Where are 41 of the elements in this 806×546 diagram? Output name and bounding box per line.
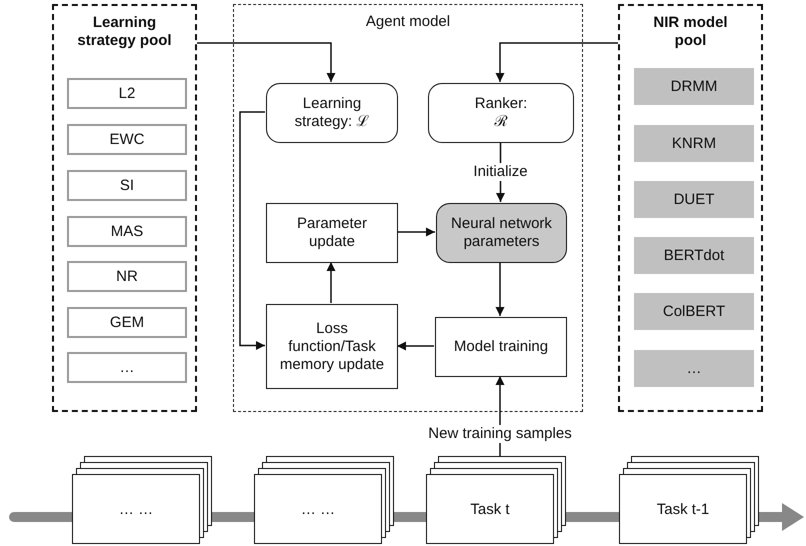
arrow [496, 262, 504, 316]
model-item: KNRM [634, 125, 754, 162]
pool-container [52, 4, 197, 412]
arrow [397, 228, 435, 236]
strategy-item: GEM [67, 307, 187, 338]
strategy-item: … [67, 352, 187, 383]
task-card-stack [426, 456, 566, 545]
model-item: ColBERT [634, 293, 754, 330]
task-label: … … [300, 500, 336, 518]
task-label: … … [118, 500, 154, 518]
task-label: Task t-1 [656, 500, 710, 518]
arrow [197, 42, 336, 82]
strategy-item: L2 [67, 78, 187, 109]
strategy-item: SI [67, 170, 187, 201]
container-heading: NIR model pool [652, 14, 729, 50]
strategy-item: EWC [67, 124, 187, 155]
pool-container [618, 4, 763, 412]
process-box: Neural network parameters [436, 203, 567, 263]
model-item: … [634, 350, 754, 387]
process-box: Learning strategy: ℒ [266, 83, 398, 143]
strategy-item: NR [67, 261, 187, 292]
model-item: BERTdot [634, 237, 754, 274]
task-label: Task t [470, 500, 510, 518]
process-box: Ranker: ℛ [428, 83, 574, 143]
arrow [326, 262, 336, 303]
task-card-stack [72, 456, 212, 545]
model-item: DUET [634, 181, 754, 218]
arrow [397, 342, 434, 350]
container-heading: Agent model [364, 13, 452, 31]
process-box: Parameter update [266, 203, 398, 263]
container-heading: Learning strategy pool [76, 14, 173, 50]
edge-label: New training samples [426, 424, 574, 443]
model-container [233, 4, 583, 412]
arrow [239, 111, 265, 350]
model-item: DRMM [634, 68, 754, 105]
arrow [496, 42, 618, 82]
process-box: Loss function/Task memory update [266, 304, 398, 389]
task-card-stack [619, 456, 759, 545]
strategy-item: MAS [67, 216, 187, 247]
process-box: Model training [435, 317, 567, 377]
task-card-stack [254, 456, 394, 545]
